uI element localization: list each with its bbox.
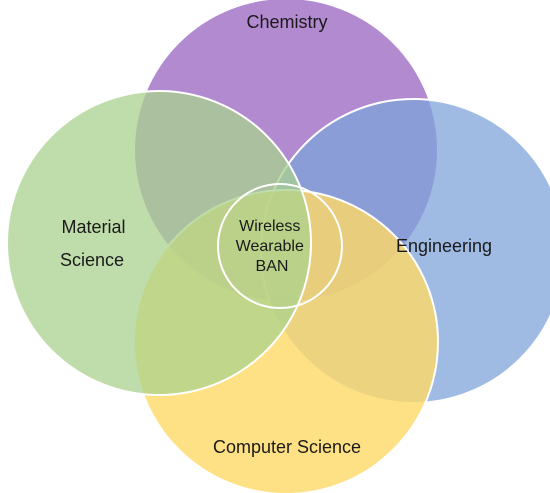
material-science-circle: [6, 90, 312, 396]
center-label-line-3: BAN: [256, 258, 289, 275]
engineering-label: Engineering: [396, 236, 492, 256]
computer-science-label: Computer Science: [213, 437, 361, 457]
center-label-line-2: Wearable: [236, 238, 304, 255]
material-science-label-line-2: Science: [60, 250, 124, 270]
center-label: Wireless Wearable BAN: [236, 218, 309, 275]
material-science-label-line-1: Material: [61, 217, 125, 237]
center-label-line-1: Wireless: [239, 218, 300, 235]
chemistry-label: Chemistry: [246, 12, 327, 32]
material-science-label: Material Science: [60, 217, 131, 270]
center-outline: [217, 183, 343, 309]
